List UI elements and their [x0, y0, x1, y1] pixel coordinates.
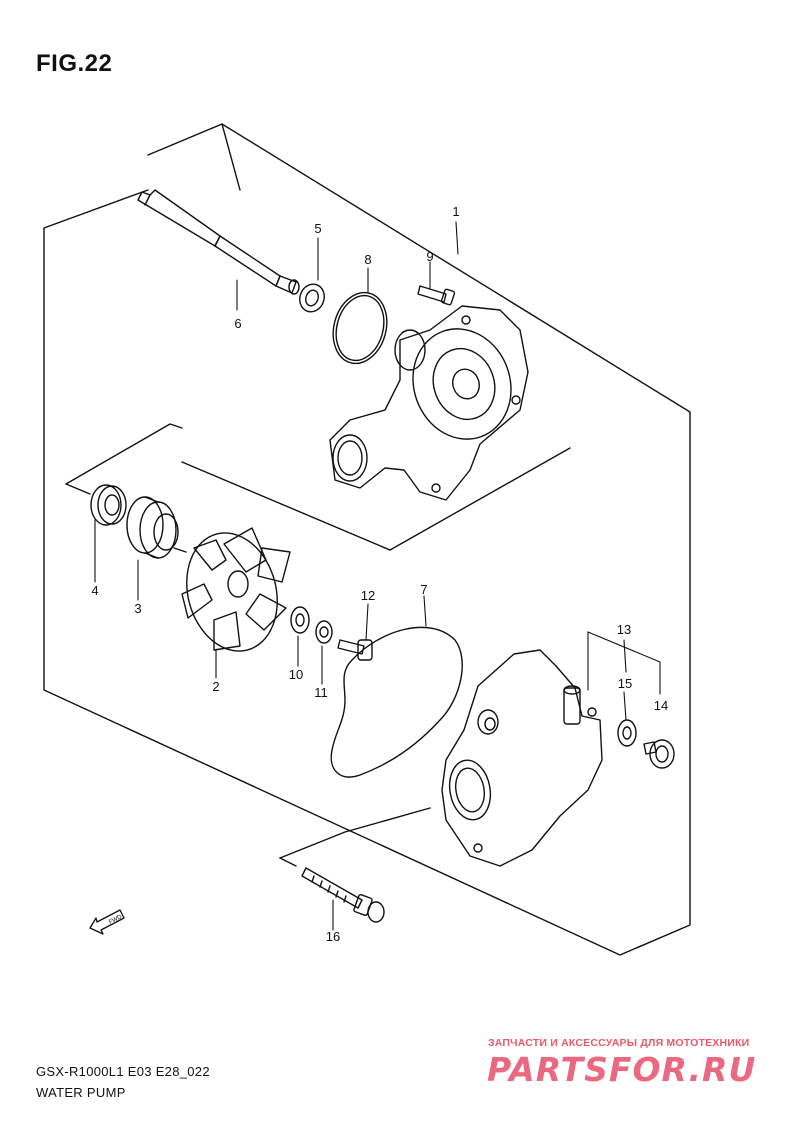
- leader-lines: [94, 221, 661, 931]
- part-label: 11: [314, 685, 328, 700]
- part-label: 10: [289, 667, 303, 682]
- oil-seal: [90, 484, 127, 526]
- bolt-12: [337, 639, 373, 661]
- part-label: 7: [420, 582, 427, 597]
- bolt-small: [417, 285, 456, 306]
- pump-cover: [441, 649, 603, 867]
- part-label: 6: [234, 316, 241, 331]
- fwd-label: FWD: [108, 914, 123, 926]
- part-label: 3: [134, 601, 141, 616]
- part-label: 12: [361, 588, 375, 603]
- figure-title: FIG.22: [36, 50, 113, 77]
- diagram-name: WATER PUMP: [36, 1085, 126, 1100]
- part-label: 5: [314, 221, 321, 236]
- washer: [299, 283, 325, 313]
- part-label: 15: [618, 676, 632, 691]
- impeller: [181, 527, 291, 652]
- model-code: GSX-R1000L1 E03 E28_022: [36, 1064, 210, 1079]
- watermark-subtitle: ЗАПЧАСТИ И АКСЕССУАРЫ ДЛЯ МОТОТЕХНИКИ: [488, 1037, 750, 1049]
- washer-11: [315, 620, 333, 644]
- inner-frame: [65, 423, 571, 867]
- washer-10: [290, 606, 310, 634]
- part-label: 8: [364, 252, 371, 267]
- o-ring-small: [332, 291, 388, 365]
- part-label: 1: [452, 204, 459, 219]
- part-label: 13: [617, 622, 631, 637]
- shaft: [137, 189, 300, 295]
- part-label: 14: [654, 698, 668, 713]
- part-label: 9: [426, 249, 433, 264]
- part-label: 16: [326, 929, 340, 944]
- bolt-14: [643, 739, 675, 769]
- pump-body: [329, 305, 529, 501]
- o-ring-large: [330, 626, 463, 778]
- washer-15: [617, 719, 637, 747]
- mechanical-seal: [126, 496, 187, 559]
- long-bolt: [301, 867, 385, 923]
- outer-frame: [43, 123, 691, 956]
- part-label: 2: [212, 679, 219, 694]
- part-label: 4: [91, 583, 98, 598]
- fwd-arrow-icon: [89, 909, 125, 935]
- watermark-logo: PARTSFOR.RU: [487, 1050, 757, 1089]
